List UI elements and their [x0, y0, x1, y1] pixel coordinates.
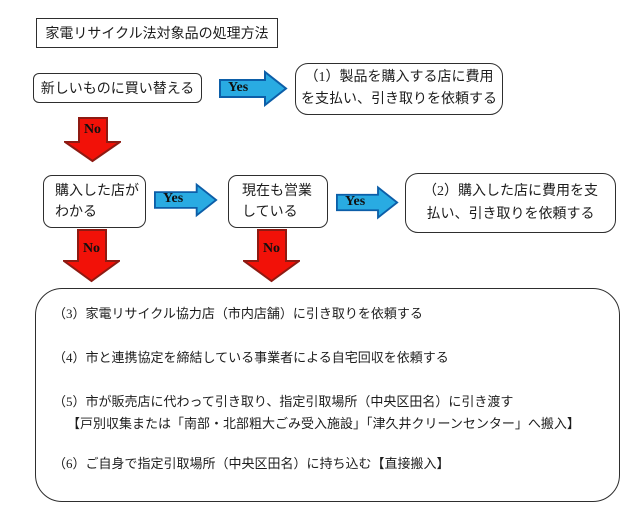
- option-6: （6）ご自身で指定引取場所（中央区田名）に持ち込む【直接搬入】: [53, 456, 450, 471]
- right-arrow-icon: [336, 185, 399, 220]
- node-still-open-line2: している: [242, 205, 298, 220]
- node-shop-known-line2: わかる: [55, 205, 97, 220]
- yes-arrow-2-label: Yes: [163, 191, 184, 207]
- node-result-1-line1: （1）製品を購入する店に費用: [304, 70, 494, 85]
- yes-arrow-1: Yes: [219, 70, 288, 107]
- node-result-1: （1）製品を購入する店に費用 を支払い、引き取りを依頼する: [295, 63, 503, 115]
- page-title-text: 家電リサイクル法対象品の処理方法: [45, 27, 269, 42]
- yes-arrow-3-label: Yes: [345, 193, 366, 209]
- yes-arrow-2: Yes: [154, 181, 218, 219]
- no-arrow-3: No: [243, 229, 300, 283]
- node-buy-new-label: 新しいものに買い替える: [40, 82, 195, 97]
- no-arrow-1: No: [64, 117, 121, 163]
- yes-arrow-3: Yes: [336, 183, 399, 222]
- yes-arrow-1-label: Yes: [228, 79, 249, 95]
- no-arrow-1-label: No: [83, 122, 102, 137]
- node-result-2-line2: 払い、引き取りを依頼する: [426, 207, 595, 222]
- node-result-1-line2: を支払い、引き取りを依頼する: [301, 92, 497, 107]
- option-5-sub: 【戸別収集または「南部・北部粗大ごみ受入施設」「津久井クリーンセンター」へ搬入】: [67, 416, 580, 431]
- node-shop-known-line1: 購入した店が: [55, 184, 139, 199]
- down-arrow-icon: [63, 229, 120, 283]
- option-5: （5）市が販売店に代わって引き取り、指定引取場所（中央区田名）に引き渡す: [53, 394, 514, 409]
- no-arrow-2: No: [63, 229, 120, 283]
- node-result-2-line1: （2）購入した店に費用を支: [423, 184, 598, 199]
- right-arrow-icon: [219, 70, 288, 107]
- page-title: 家電リサイクル法対象品の処理方法: [36, 18, 278, 48]
- down-arrow-icon: [64, 117, 121, 163]
- no-arrow-3-label: No: [262, 241, 281, 256]
- down-arrow-icon: [243, 229, 300, 283]
- no-arrow-2-label: No: [82, 241, 101, 256]
- node-result-2: （2）購入した店に費用を支 払い、引き取りを依頼する: [405, 173, 616, 233]
- node-options-panel: [35, 288, 620, 502]
- node-still-open-line1: 現在も営業: [242, 184, 312, 199]
- option-4: （4）市と連携協定を締結している事業者による自宅回収を依頼する: [53, 350, 449, 365]
- option-3: （3）家電リサイクル協力店（市内店舗）に引き取りを依頼する: [53, 306, 423, 321]
- node-buy-new: 新しいものに買い替える: [33, 73, 202, 103]
- right-arrow-icon: [154, 182, 218, 218]
- node-shop-known: 購入した店が わかる: [43, 175, 146, 228]
- node-still-open: 現在も営業 している: [228, 175, 328, 228]
